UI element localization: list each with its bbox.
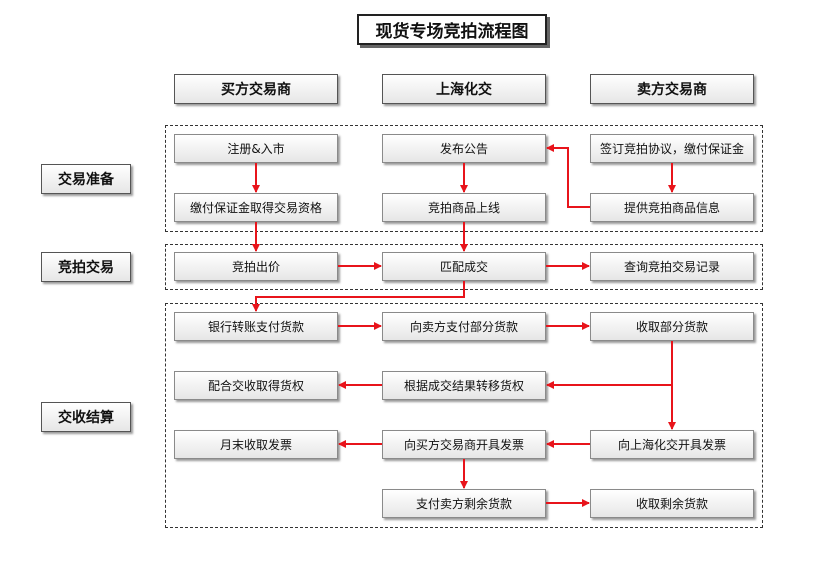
step-announce: 发布公告 [382,134,546,163]
step-list-goods: 竞拍商品上线 [382,193,546,222]
step-bid: 竞拍出价 [174,252,338,281]
arrow-match-to-bank [252,281,465,312]
step-pay-remaining: 支付卖方剩余货款 [382,489,546,518]
step-transfer-rights: 根据成交结果转移货权 [382,371,546,400]
stage-label-settle: 交收结算 [41,402,131,432]
step-cooperate-receive: 配合交收取得货权 [174,371,338,400]
arrow-receive-to-transfer [546,341,673,389]
stage-settle-container [165,303,763,528]
arrow-provide-to-announce [546,144,590,208]
step-pay-deposit-qualify: 缴付保证金取得交易资格 [174,193,338,222]
step-pay-seller-part: 向卖方支付部分货款 [382,312,546,341]
step-provide-info: 提供竞拍商品信息 [590,193,754,222]
step-register: 注册&入市 [174,134,338,163]
step-invoice-exchange: 向上海化交开具发票 [590,430,754,459]
step-invoice-buyer: 向买方交易商开具发票 [382,430,546,459]
step-month-end-invoice: 月末收取发票 [174,430,338,459]
step-match: 匹配成交 [382,252,546,281]
stage-label-auction: 竞拍交易 [41,252,131,282]
step-bank-transfer: 银行转账支付货款 [174,312,338,341]
step-receive-part: 收取部分货款 [590,312,754,341]
step-receive-remaining: 收取剩余货款 [590,489,754,518]
column-header-buyer: 买方交易商 [174,74,338,104]
column-header-seller: 卖方交易商 [590,74,754,104]
diagram-title: 现货专场竞拍流程图 [357,14,547,45]
column-header-exchange: 上海化交 [382,74,546,104]
step-sign-agreement: 签订竞拍协议，缴付保证金 [590,134,754,163]
step-query-record: 查询竞拍交易记录 [590,252,754,281]
stage-label-prep: 交易准备 [41,164,131,194]
